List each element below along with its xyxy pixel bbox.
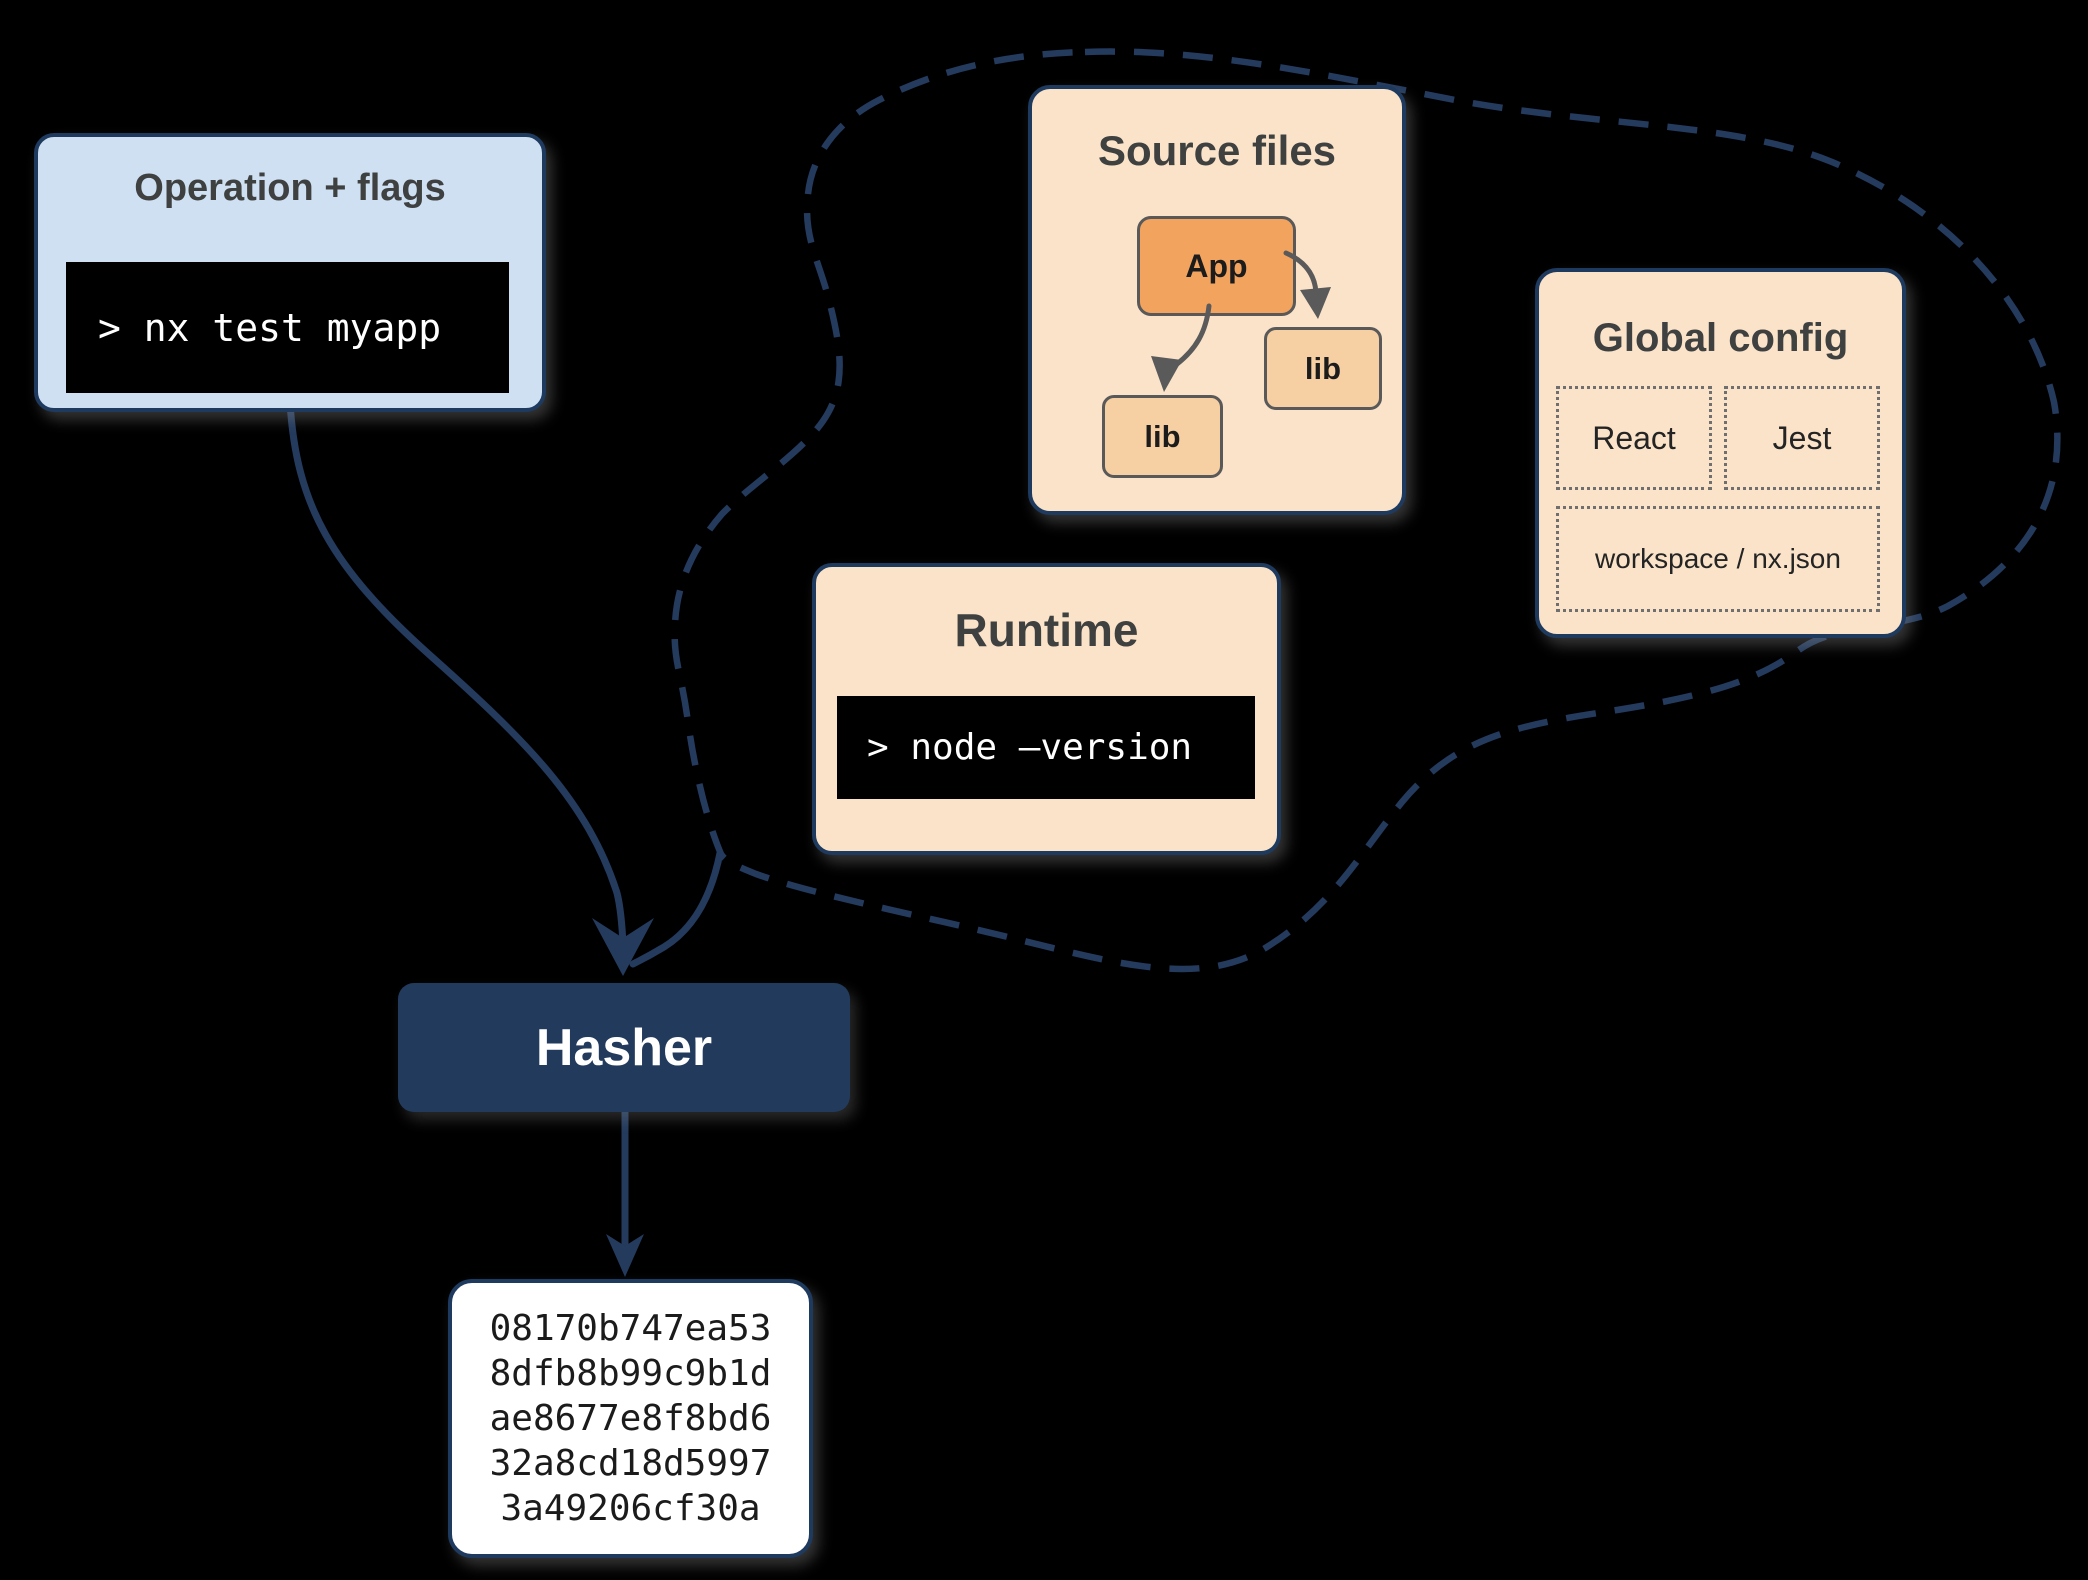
lib-node-left: lib [1102,395,1223,478]
operation-to-hasher-curve [286,398,627,949]
workspace-config-label: workspace / nx.json [1595,543,1841,574]
source-files-title: Source files [1097,127,1337,174]
hasher-box: Hasher [398,983,850,1112]
lib-node-left-label: lib [1144,418,1181,454]
runtime-title: Runtime [954,604,1139,656]
jest-config-label: Jest [1772,419,1832,456]
app-node-label: App [1185,247,1248,284]
workspace-config-cell: workspace / nx.json [1556,506,1880,612]
global-config-title: Global config [1592,316,1849,360]
source-files-box: Source files App lib lib [1028,85,1406,515]
hasher-arrowhead [592,918,654,976]
hash-output-box: 08170b747ea53 8dfb8b99c9b1d ae8677e8f8bd… [448,1279,813,1558]
react-config-cell: React [1556,386,1712,490]
runtime-box: Runtime > node –version [812,563,1281,855]
hash-arrowhead [606,1234,644,1277]
runtime-terminal: > node –version [837,696,1255,799]
operation-flags-title: Operation + flags [134,167,446,209]
operation-flags-box: Operation + flags > nx test myapp [34,133,546,412]
hasher-label: Hasher [535,1018,713,1077]
lib-node-right: lib [1264,327,1382,410]
hash-line: 08170b747ea53 [489,1308,772,1349]
hash-line: 32a8cd18d5997 [489,1443,772,1484]
hash-line: ae8677e8f8bd6 [489,1398,772,1439]
operation-terminal-command: > nx test myapp [98,305,442,350]
react-config-label: React [1592,419,1676,456]
hash-line: 8dfb8b99c9b1d [489,1353,772,1394]
app-node: App [1137,216,1296,316]
operation-terminal: > nx test myapp [66,262,509,393]
lib-node-right-label: lib [1304,350,1342,386]
cloud-to-hasher-curve [629,849,724,968]
jest-config-cell: Jest [1724,386,1880,490]
global-config-box: Global config React Jest workspace / nx.… [1535,268,1906,638]
hash-line: 3a49206cf30a [500,1488,761,1529]
runtime-terminal-command: > node –version [867,727,1193,768]
